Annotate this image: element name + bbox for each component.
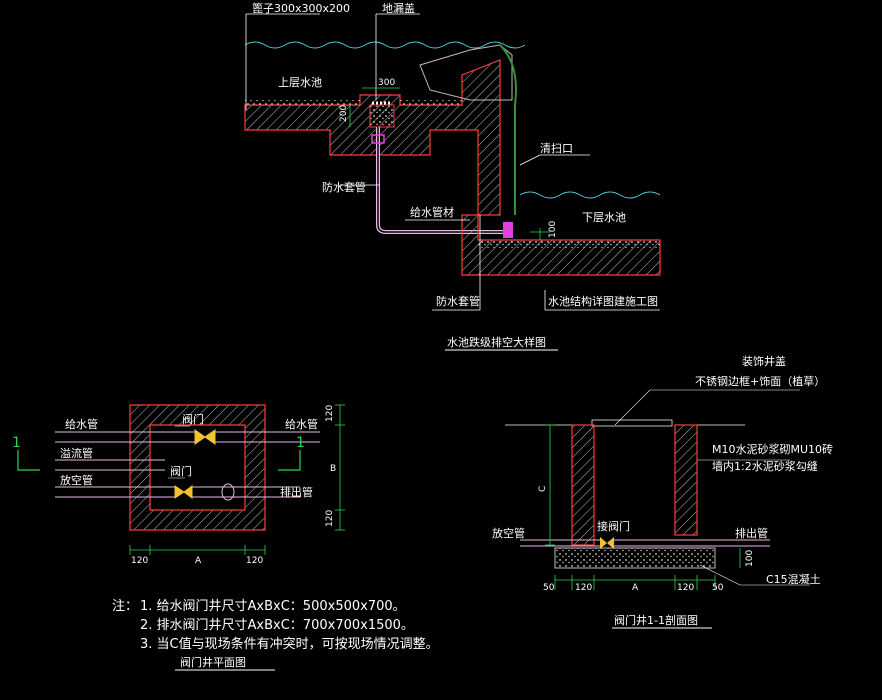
valve-well-section: 装饰井盖 不锈钢边框+饰面（植草） M10水泥砂浆砌MU10砖 墙内1:2水泥砂…: [492, 354, 833, 629]
notes-block: 注： 1. 给水阀门井尺寸AxBxC：500x500x700。 2. 排水阀门井…: [112, 599, 439, 652]
waterproof-sleeve-top: [371, 134, 385, 144]
notes-prefix: 注：: [112, 599, 138, 614]
lower-water-surface: [519, 191, 661, 199]
valve-bottom-label: 阀门: [170, 464, 192, 478]
wall-desc-1: M10水泥砂浆砌MU10砖: [712, 442, 833, 456]
floor-drain-label: 地漏盖: [382, 1, 415, 15]
structure-ref-label: 水池结构详图建施工图: [548, 294, 658, 308]
waterfall-stone: [419, 44, 513, 101]
notes-line-1: 1. 给水阀门井尺寸AxBxC：500x500x700。: [140, 599, 406, 614]
plan-view-title: 阀门井平面图: [180, 655, 246, 669]
drain-pipe-left-label: 放空管: [60, 473, 93, 487]
grate-label: 篦子300x300x200: [252, 1, 350, 15]
plan-dim-120-top: 120: [325, 405, 335, 422]
plan-dimension-lines: [129, 404, 345, 555]
section-mark-right: [278, 450, 301, 471]
section-dimension-lines: [545, 424, 741, 590]
plan-dim-120-left: 120: [131, 556, 148, 566]
valve-top-label: 阀门: [182, 412, 204, 426]
pool-detail-title: 水池跌级排空大样图: [447, 335, 546, 349]
waterproof-sleeve-bottom-label: 防水套管: [436, 294, 480, 308]
lower-gravel-layer: [478, 240, 660, 248]
section-mark-left: [17, 450, 40, 471]
section-outlet-pipe-label: 排出管: [735, 526, 768, 540]
notes-line-2: 2. 排水阀门井尺寸AxBxC：700x700x1500。: [140, 618, 414, 633]
section-mark-right-number: 1: [296, 435, 305, 451]
outlet-pipe-label: 排出管: [280, 485, 313, 499]
waterfall-stream: [499, 44, 517, 215]
valve-well-plan: 给水管 溢流管 放空管 阀门 阀门 给水管 排出管 120 B 120 120 …: [12, 404, 345, 671]
section-dim-100: 100: [745, 550, 755, 567]
plan-pipes: [55, 431, 320, 498]
section-dim-120-left: 120: [575, 583, 592, 593]
cleanout-label: 清扫口: [540, 142, 573, 155]
section-dim-C: C: [538, 486, 548, 492]
plan-dim-A: A: [195, 556, 202, 566]
section-mark-left-number: 1: [12, 435, 21, 451]
pool-detail-drawing: 篦子300x300x200 地漏盖 上层水池 300 200 清扫口 下层水池 …: [244, 1, 661, 351]
cover-desc: 不锈钢边框+饰面（植草）: [695, 374, 825, 388]
plan-well-walls: [129, 404, 266, 531]
section-pipes: [520, 539, 770, 547]
upper-gravel-layer-2: [400, 100, 462, 106]
section-dim-120-right: 120: [677, 583, 694, 593]
wall-desc-2: 墙内1:2水泥砂浆勾缝: [712, 459, 818, 473]
cover-label: 装饰井盖: [742, 354, 786, 368]
lower-pool-label: 下层水池: [582, 211, 626, 224]
plan-valve-top-icon: [194, 429, 216, 445]
section-wall-left: [571, 424, 595, 546]
dim-300-label: 300: [378, 78, 395, 88]
section-base-slab: [554, 547, 716, 569]
section-valve-icon: [600, 537, 614, 549]
cleanout-fitting: [503, 222, 513, 238]
notes-line-3: 3. 当C值与现场条件有冲突时，可按现场情况调整。: [140, 636, 439, 652]
plan-dim-120-right: 120: [246, 556, 263, 566]
plan-valve-bottom-icon: [174, 485, 193, 499]
supply-pipe-left-label: 给水管: [65, 417, 98, 431]
upper-gravel-layer: [245, 100, 360, 106]
concrete-label: C15混凝土: [766, 572, 821, 586]
decorative-well-cover: [591, 419, 673, 427]
section-valve-label: 接阀门: [597, 519, 630, 533]
section-wall-right: [674, 424, 698, 536]
water-pipe-label: 给水管材: [410, 205, 454, 219]
section-drain-pipe-label: 放空管: [492, 526, 525, 540]
overflow-pipe-label: 溢流管: [60, 446, 93, 460]
floor-drain-grate: [369, 104, 395, 128]
upper-water-surface: [244, 41, 526, 49]
section-dim-A: A: [632, 583, 639, 593]
section-view-title: 阀门井1-1剖面图: [614, 613, 698, 627]
section-dim-50-left: 50: [543, 583, 555, 593]
plan-dim-120-bottom: 120: [325, 510, 335, 527]
waterproof-sleeve-top-label: 防水套管: [322, 180, 366, 194]
dim-200-label: 200: [339, 105, 349, 122]
supply-pipe-right-label: 给水管: [285, 417, 318, 431]
plan-dim-B: B: [330, 464, 336, 474]
dim-100-top-label: 100: [548, 221, 558, 238]
section-dim-50-right: 50: [712, 583, 724, 593]
upper-pool-label: 上层水池: [278, 76, 322, 89]
